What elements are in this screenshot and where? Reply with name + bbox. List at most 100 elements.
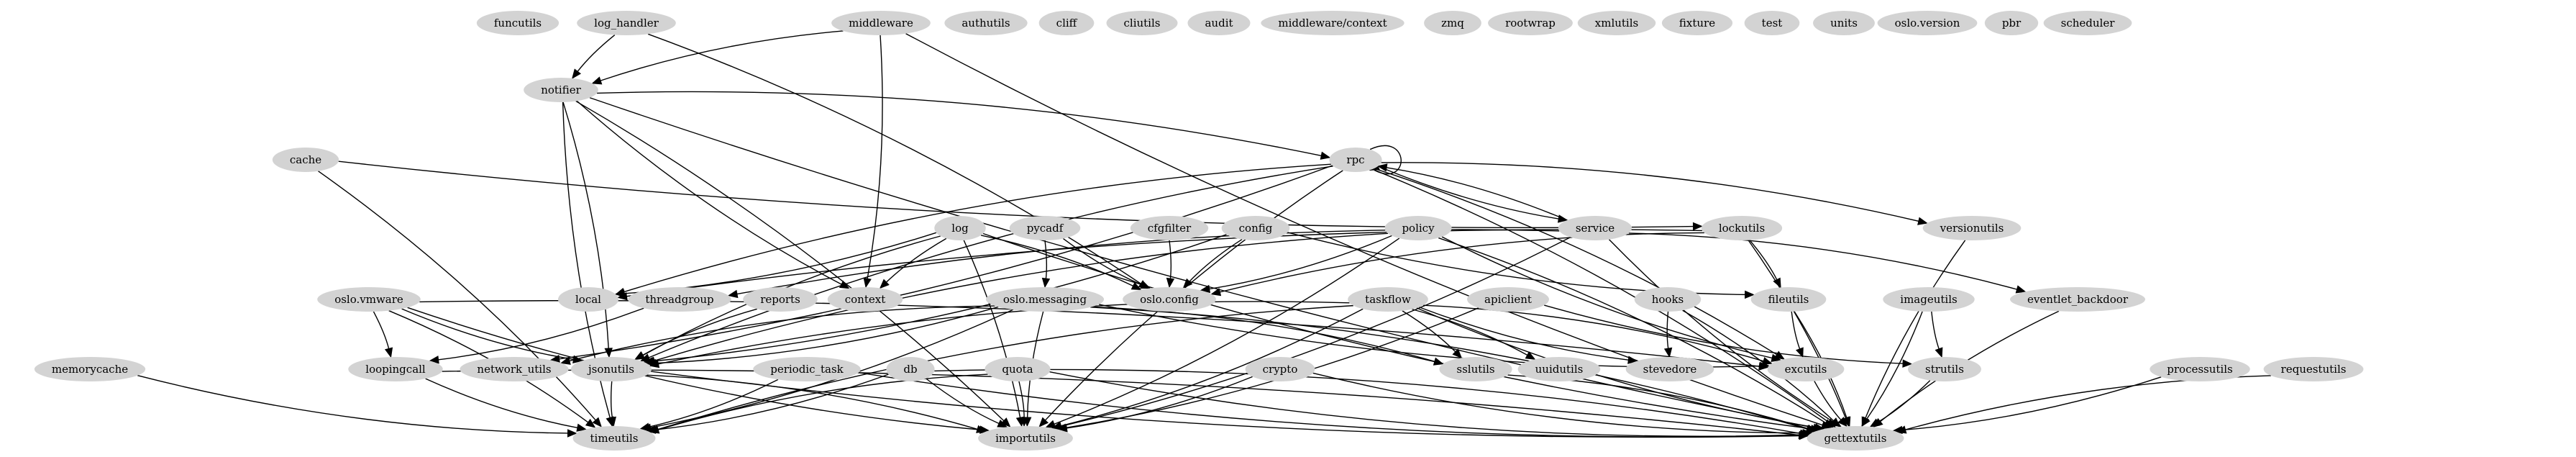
edge-line	[626, 229, 1702, 297]
edge-line	[1044, 240, 1048, 280]
node-shape	[460, 357, 569, 381]
edge-line	[1748, 240, 1847, 420]
node-shape	[753, 357, 861, 381]
node-label: rootwrap	[1505, 17, 1556, 30]
edge-arrowhead	[604, 348, 613, 358]
edge-oslo-vmware-to-excutils	[419, 299, 1769, 371]
edge-arrowhead	[1210, 288, 1222, 297]
node-shape	[827, 287, 903, 312]
node-label: middleware	[849, 17, 913, 30]
node-label: middleware/context	[1278, 17, 1387, 30]
edge-arrowhead	[1745, 290, 1755, 299]
node-shape	[2010, 287, 2145, 312]
node-label: stevedore	[1643, 363, 1697, 376]
node-fileutils: fileutils	[1750, 287, 1827, 312]
edge-taskflow-to-jsonutils	[649, 301, 1350, 368]
edge-cfgfilter-to-oslo-config	[1166, 240, 1175, 289]
node-db: db	[886, 357, 935, 381]
edge-pycadf-to-oslo-config	[1063, 237, 1151, 289]
node-shape	[348, 357, 443, 381]
edge-line	[1060, 237, 1571, 427]
node-notifier: notifier	[524, 78, 598, 102]
edge-arrowhead	[1758, 362, 1769, 371]
edge-apiclient-to-strutils	[1544, 304, 1913, 368]
node-label: cache	[290, 153, 321, 166]
node-label: scheduler	[2061, 17, 2116, 30]
node-shape	[1577, 11, 1656, 35]
edge-arrowhead	[1200, 284, 1211, 294]
edge-line	[1090, 307, 1808, 430]
node-policy: policy	[1384, 216, 1452, 240]
edge-line	[137, 375, 569, 434]
edge-line	[575, 100, 1005, 422]
node-strutils: strutils	[1908, 357, 1981, 381]
edge-db-to-timeutils	[645, 374, 889, 434]
node-label: importutils	[995, 432, 1056, 445]
edge-arrowhead	[1802, 428, 1813, 438]
edge-arrowhead	[1796, 347, 1804, 358]
node-label: notifier	[541, 83, 581, 96]
node-label: context	[845, 293, 885, 306]
node-shape	[1661, 11, 1733, 35]
edge-processutils-to-gettextutils	[1892, 376, 2162, 435]
node-requestutils: requestutils	[2263, 357, 2364, 381]
node-shape	[628, 287, 731, 312]
edge-line	[654, 306, 999, 364]
edge-arrowhead	[591, 76, 603, 85]
edge-line	[1377, 166, 1560, 220]
node-shape	[1130, 216, 1209, 240]
edge-line	[1876, 380, 1931, 423]
edge-line	[1901, 376, 2162, 431]
edge-policy-to-oslo-config	[1200, 235, 1392, 294]
edge-line	[1312, 372, 1804, 434]
edge-arrowhead	[649, 359, 660, 368]
node-label: network_utils	[477, 363, 551, 376]
edge-memorycache-to-timeutils	[137, 375, 577, 438]
node-reports: reports	[743, 287, 818, 312]
edge-jsonutils-to-timeutils	[608, 381, 616, 427]
node-cliff: cliff	[1038, 11, 1095, 35]
node-label: funcutils	[494, 17, 542, 30]
edge-arrowhead	[649, 425, 660, 434]
node-shape	[1384, 216, 1452, 240]
edge-line	[1422, 304, 1765, 362]
node-label: service	[1576, 222, 1614, 235]
edge-arrowhead	[608, 416, 616, 427]
node-shape	[1883, 287, 1975, 312]
node-shape	[570, 357, 652, 381]
edge-db-to-importutils	[926, 378, 1008, 427]
edge-arrowhead	[1663, 347, 1673, 358]
edge-oslo-vmware-to-jsonutils	[401, 308, 583, 363]
node-label: log_handler	[594, 17, 659, 30]
edge-line	[425, 378, 579, 429]
node-oslo-config: oslo.config	[1123, 287, 1216, 312]
edge-line	[576, 100, 843, 286]
edge-arrowhead	[879, 279, 890, 289]
edge-notifier-to-context	[576, 100, 850, 289]
node-shape	[1261, 11, 1405, 35]
edge-policy-to-gettextutils	[1438, 237, 1834, 428]
node-shape	[1424, 11, 1481, 35]
node-label: oslo.config	[1140, 293, 1199, 306]
edge-line	[1374, 168, 1778, 356]
edge-line	[657, 304, 1353, 430]
edge-line	[1865, 311, 1923, 420]
edge-service-to-rpc	[1376, 163, 1568, 221]
edge-line	[736, 229, 1560, 295]
node-label: periodic_task	[770, 363, 844, 376]
edge-line	[1369, 145, 1402, 175]
node-label: imageutils	[1900, 293, 1957, 306]
node-pycadf: pycadf	[1009, 216, 1081, 240]
node-label: audit	[1205, 17, 1233, 30]
node-shape	[476, 11, 559, 35]
edge-fileutils-to-excutils	[1791, 311, 1804, 358]
node-shape	[1187, 11, 1251, 35]
node-network-utils: network_utils	[460, 357, 569, 381]
edge-arrowhead	[727, 289, 739, 299]
edge-line	[558, 165, 1333, 360]
edge-line	[1412, 308, 1528, 356]
edge-line	[1188, 238, 1243, 283]
node-label: oslo.version	[1895, 17, 1960, 30]
edge-log-handler-to-notifier	[572, 34, 616, 79]
